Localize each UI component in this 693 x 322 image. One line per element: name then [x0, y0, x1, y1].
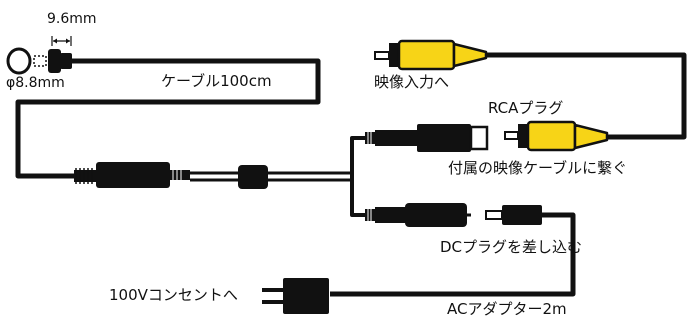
dc-plug: [485, 205, 542, 225]
main-cable: [15, 58, 321, 179]
junction-block: [74, 162, 190, 188]
outlet-label: 100Vコンセントへ: [109, 286, 238, 304]
ac-adapter: [262, 278, 329, 314]
rca-plug-top: [374, 39, 488, 71]
included-video-cable-label: 付属の映像ケーブルに繋ぐ: [448, 159, 628, 177]
cable-length-label: ケーブル100cm: [161, 72, 272, 90]
video-input-label: 映像入力へ: [374, 73, 450, 91]
dual-cable: [190, 171, 238, 182]
rca-plug-bottom: [504, 120, 609, 152]
video-cable: [486, 52, 687, 140]
camera-connector: [6, 47, 108, 75]
ac-adapter-cable: [330, 212, 576, 297]
female-rca-jack: [365, 124, 489, 152]
rca-plug-label: RCAプラグ: [488, 99, 564, 117]
width-dimension-marker: [51, 36, 72, 46]
diameter-dimension-label: φ8.8mm: [6, 75, 65, 91]
ac-adapter-label: ACアダプター2m: [447, 300, 567, 318]
dual-cable-right: [268, 171, 352, 182]
dc-plug-label: DCプラグを差し込む: [440, 238, 583, 256]
ferrite-core: [238, 165, 268, 189]
female-dc-jack: [365, 203, 471, 227]
width-dimension-label: 9.6mm: [47, 11, 97, 27]
splitter-branch: [350, 136, 365, 217]
